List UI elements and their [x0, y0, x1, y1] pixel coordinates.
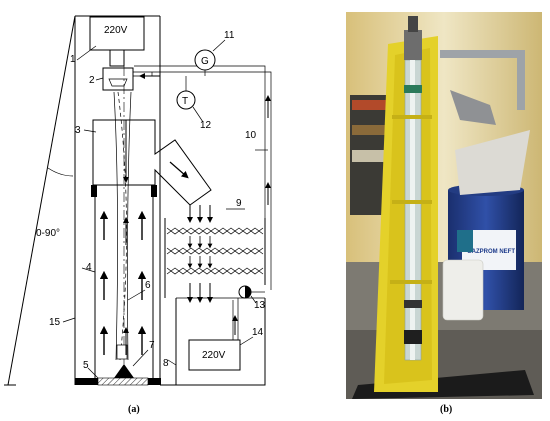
return-pipe-10 — [133, 65, 272, 290]
photo-setup: GAZPROM NEFT — [346, 12, 542, 399]
caption-a: (a) — [128, 404, 140, 415]
flow-arrows — [99, 120, 189, 355]
motor-1: 220V — [89, 16, 145, 67]
pump-13 — [238, 285, 265, 299]
part-label-14: 14 — [252, 327, 264, 338]
thermometer-12: T — [176, 76, 196, 110]
drum-label: GAZPROM NEFT — [467, 249, 515, 255]
caption-b: (b) — [440, 404, 452, 415]
part-label-6: 6 — [145, 280, 151, 291]
thermometer-symbol: T — [182, 96, 188, 107]
part-label-15: 15 — [49, 317, 61, 328]
part-label-12: 12 — [200, 120, 212, 131]
angle-label: 0-90° — [36, 228, 60, 239]
part-labels: 1 2 3 4 5 6 7 8 9 10 11 12 13 — [49, 30, 268, 379]
tube-body — [75, 66, 212, 386]
part-label-7: 7 — [149, 340, 155, 351]
part-label-9: 9 — [236, 198, 242, 209]
part-label-2: 2 — [89, 75, 95, 86]
part-label-1: 1 — [70, 54, 76, 65]
drive-head-2 — [102, 67, 134, 91]
pump-motor-voltage: 220V — [202, 350, 226, 361]
generator-symbol: G — [201, 56, 209, 67]
part-label-3: 3 — [75, 125, 81, 136]
schematic-diagram: 0-90° 220V — [4, 15, 272, 386]
generator-11: G — [194, 49, 216, 76]
part-label-10: 10 — [245, 130, 257, 141]
part-label-4: 4 — [86, 262, 92, 273]
frame-15 — [4, 15, 161, 386]
motor-voltage: 220V — [104, 25, 128, 36]
separator-tank-9 — [164, 205, 266, 303]
part-label-8: 8 — [163, 358, 169, 369]
collector-tank-8: 220V — [160, 297, 266, 386]
part-label-13: 13 — [254, 300, 266, 311]
part-label-5: 5 — [83, 360, 89, 371]
angle-arc — [47, 167, 74, 177]
part-label-11: 11 — [224, 30, 235, 41]
